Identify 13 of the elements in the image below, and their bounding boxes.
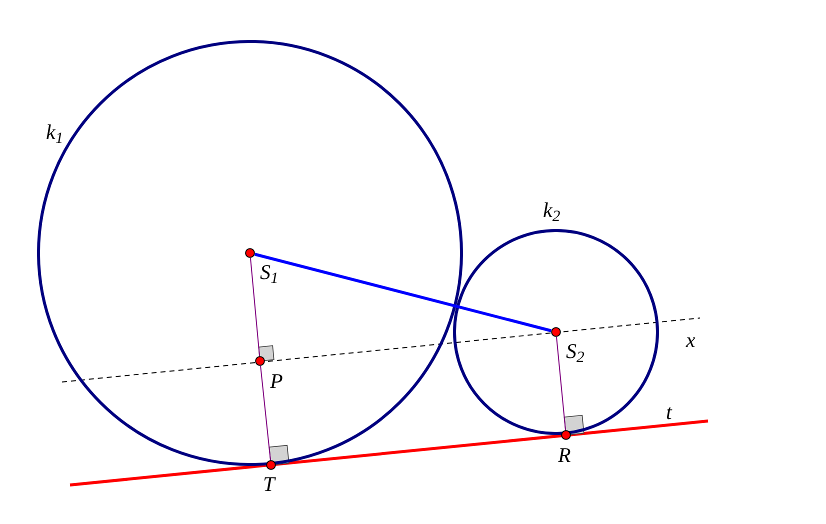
line-label: x <box>686 330 696 351</box>
segment <box>556 336 566 431</box>
point-label: T <box>263 474 275 495</box>
line-label: t <box>666 402 672 423</box>
point-label: R <box>558 445 571 466</box>
segment <box>250 257 260 357</box>
segment <box>260 365 271 461</box>
circle-label: k$_{1}$ <box>46 122 64 143</box>
circle-label: k$_{2}$ <box>543 200 560 221</box>
point-label: S$_{1}$ <box>260 262 278 283</box>
point-label: S$_{2}$ <box>566 341 584 362</box>
point-label: P <box>270 371 283 392</box>
segment <box>254 252 552 332</box>
